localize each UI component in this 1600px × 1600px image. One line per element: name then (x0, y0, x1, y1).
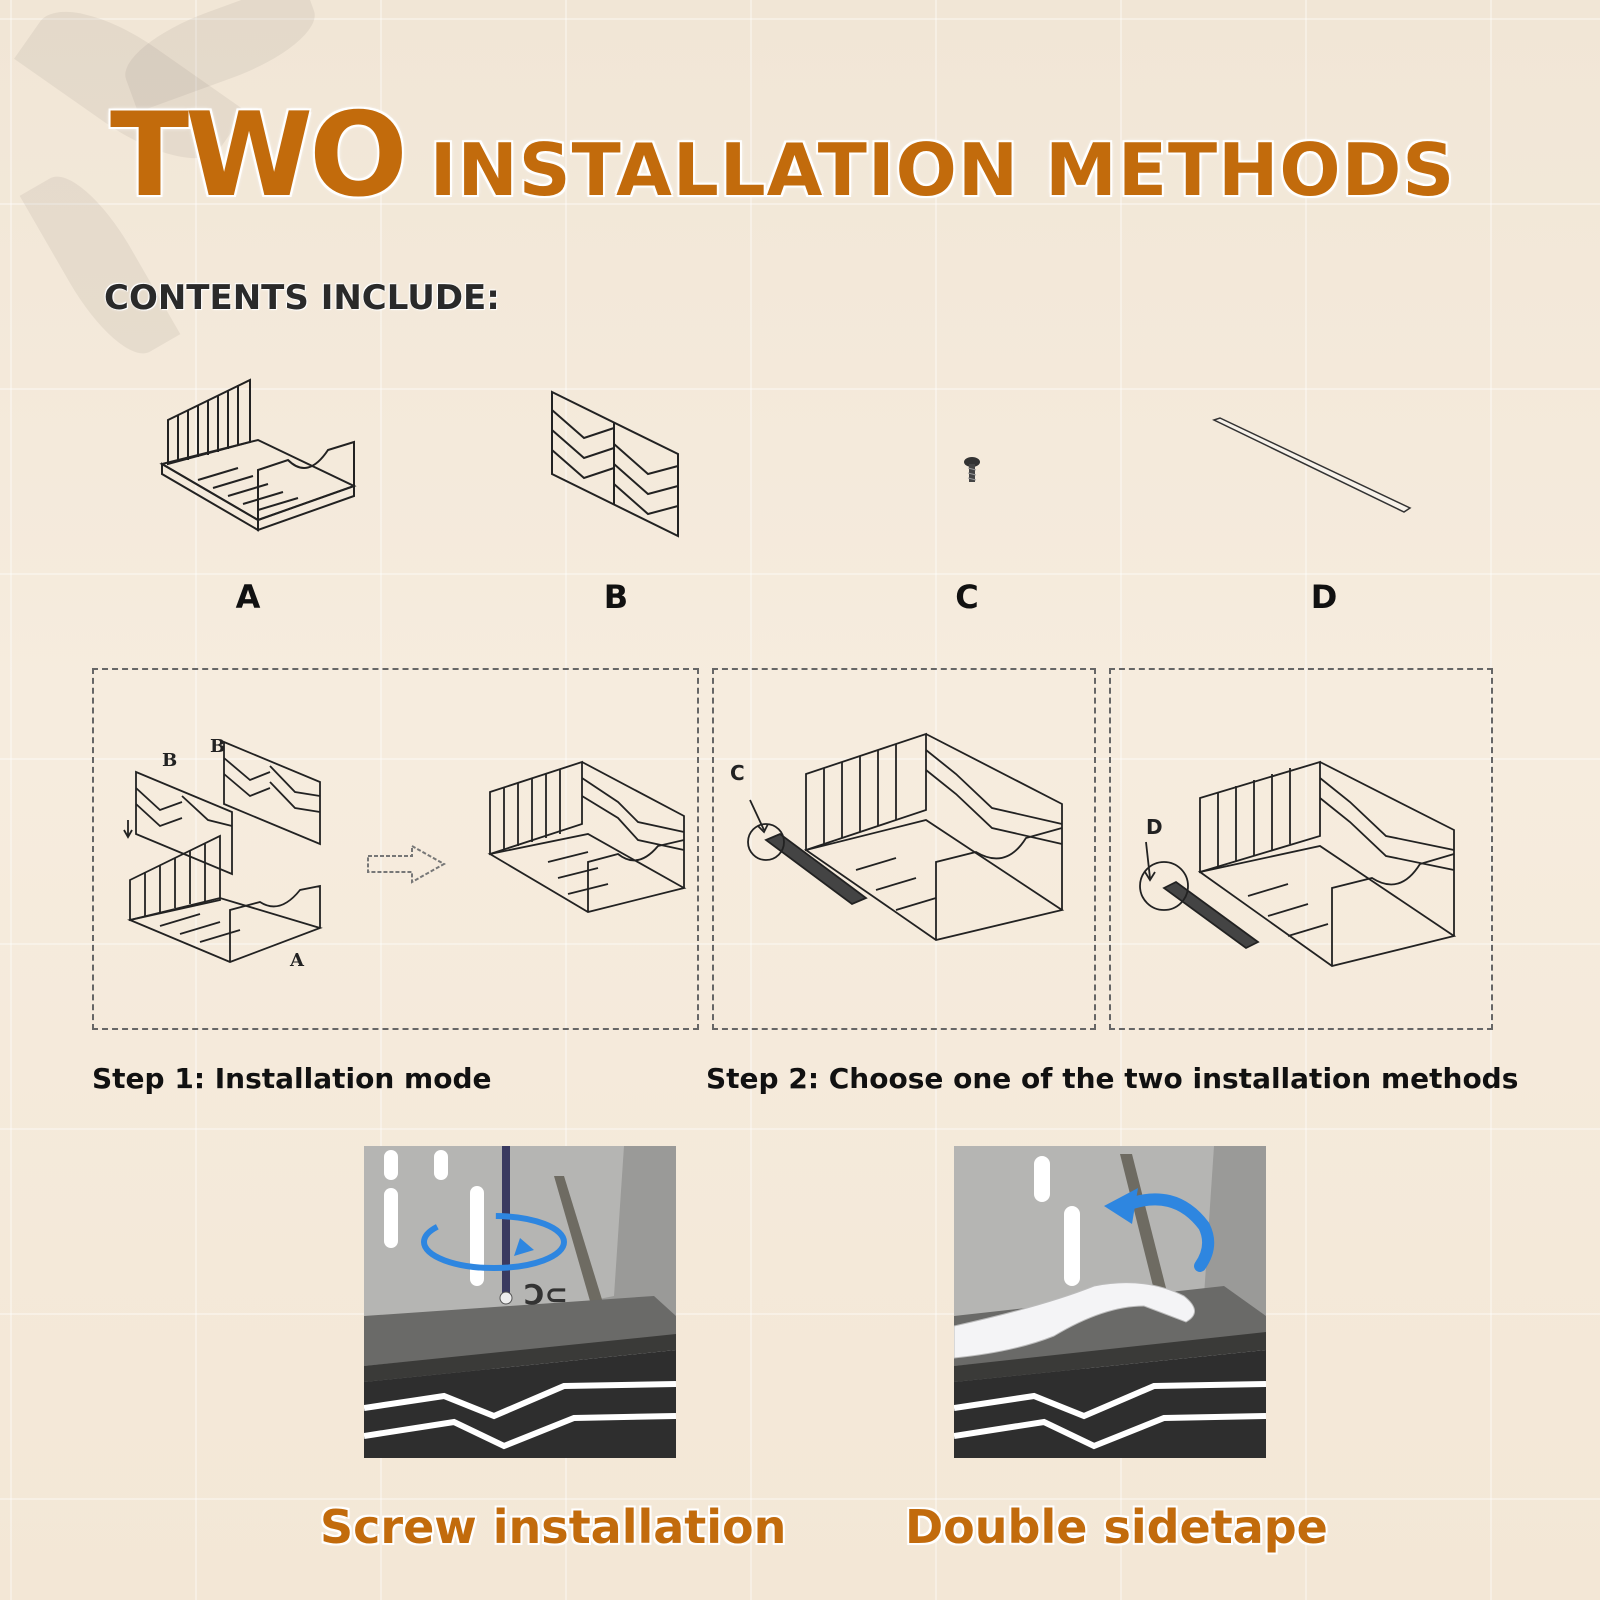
double-sidetape-caption: Double sidetape (905, 1500, 1328, 1554)
double-sidetape-photo (954, 1146, 1266, 1458)
step2-label: Step 2: Choose one of the two installati… (706, 1062, 1519, 1095)
step2-screw-frame (712, 668, 1096, 1030)
screw-installation-caption: Screw installation (320, 1500, 787, 1554)
part-label-a: A (235, 578, 261, 616)
part-label-d: D (1310, 578, 1338, 616)
part-label-b: B (603, 578, 629, 616)
step2-label-d: D (1146, 815, 1163, 839)
title-emphasis: TWO (110, 88, 408, 223)
step1-label-b1: B (162, 750, 177, 771)
step1-label: Step 1: Installation mode (92, 1062, 492, 1095)
title-rest: INSTALLATION METHODS (429, 128, 1456, 212)
divider-panel-icon (551, 390, 679, 538)
contents-heading: CONTENTS INCLUDE: (104, 278, 500, 318)
step2-tape-diagram: D (1139, 760, 1457, 967)
tape-closeup-illustration (954, 1146, 1266, 1458)
step1-exploded-assembly: B B A (123, 736, 323, 971)
step1-diagram-frame (92, 668, 699, 1030)
screw-closeup-illustration: Ɔ⊂ (364, 1146, 676, 1458)
step2-screw-diagram: C (730, 732, 1065, 941)
part-label-c: C (955, 578, 979, 616)
step1-label-a: A (289, 950, 305, 971)
step2-tape-frame (1109, 668, 1493, 1030)
step2-label-c: C (730, 761, 745, 785)
screw-installation-photo: Ɔ⊂ (364, 1146, 676, 1458)
screw-icon (964, 457, 980, 482)
tape-strip-icon (1212, 417, 1412, 513)
basket-frame-icon (159, 378, 357, 532)
arrow-icon (367, 844, 447, 884)
svg-text:Ɔ⊂: Ɔ⊂ (524, 1278, 568, 1311)
step1-label-b2: B (210, 736, 225, 757)
step1-assembled-basket (487, 760, 687, 913)
